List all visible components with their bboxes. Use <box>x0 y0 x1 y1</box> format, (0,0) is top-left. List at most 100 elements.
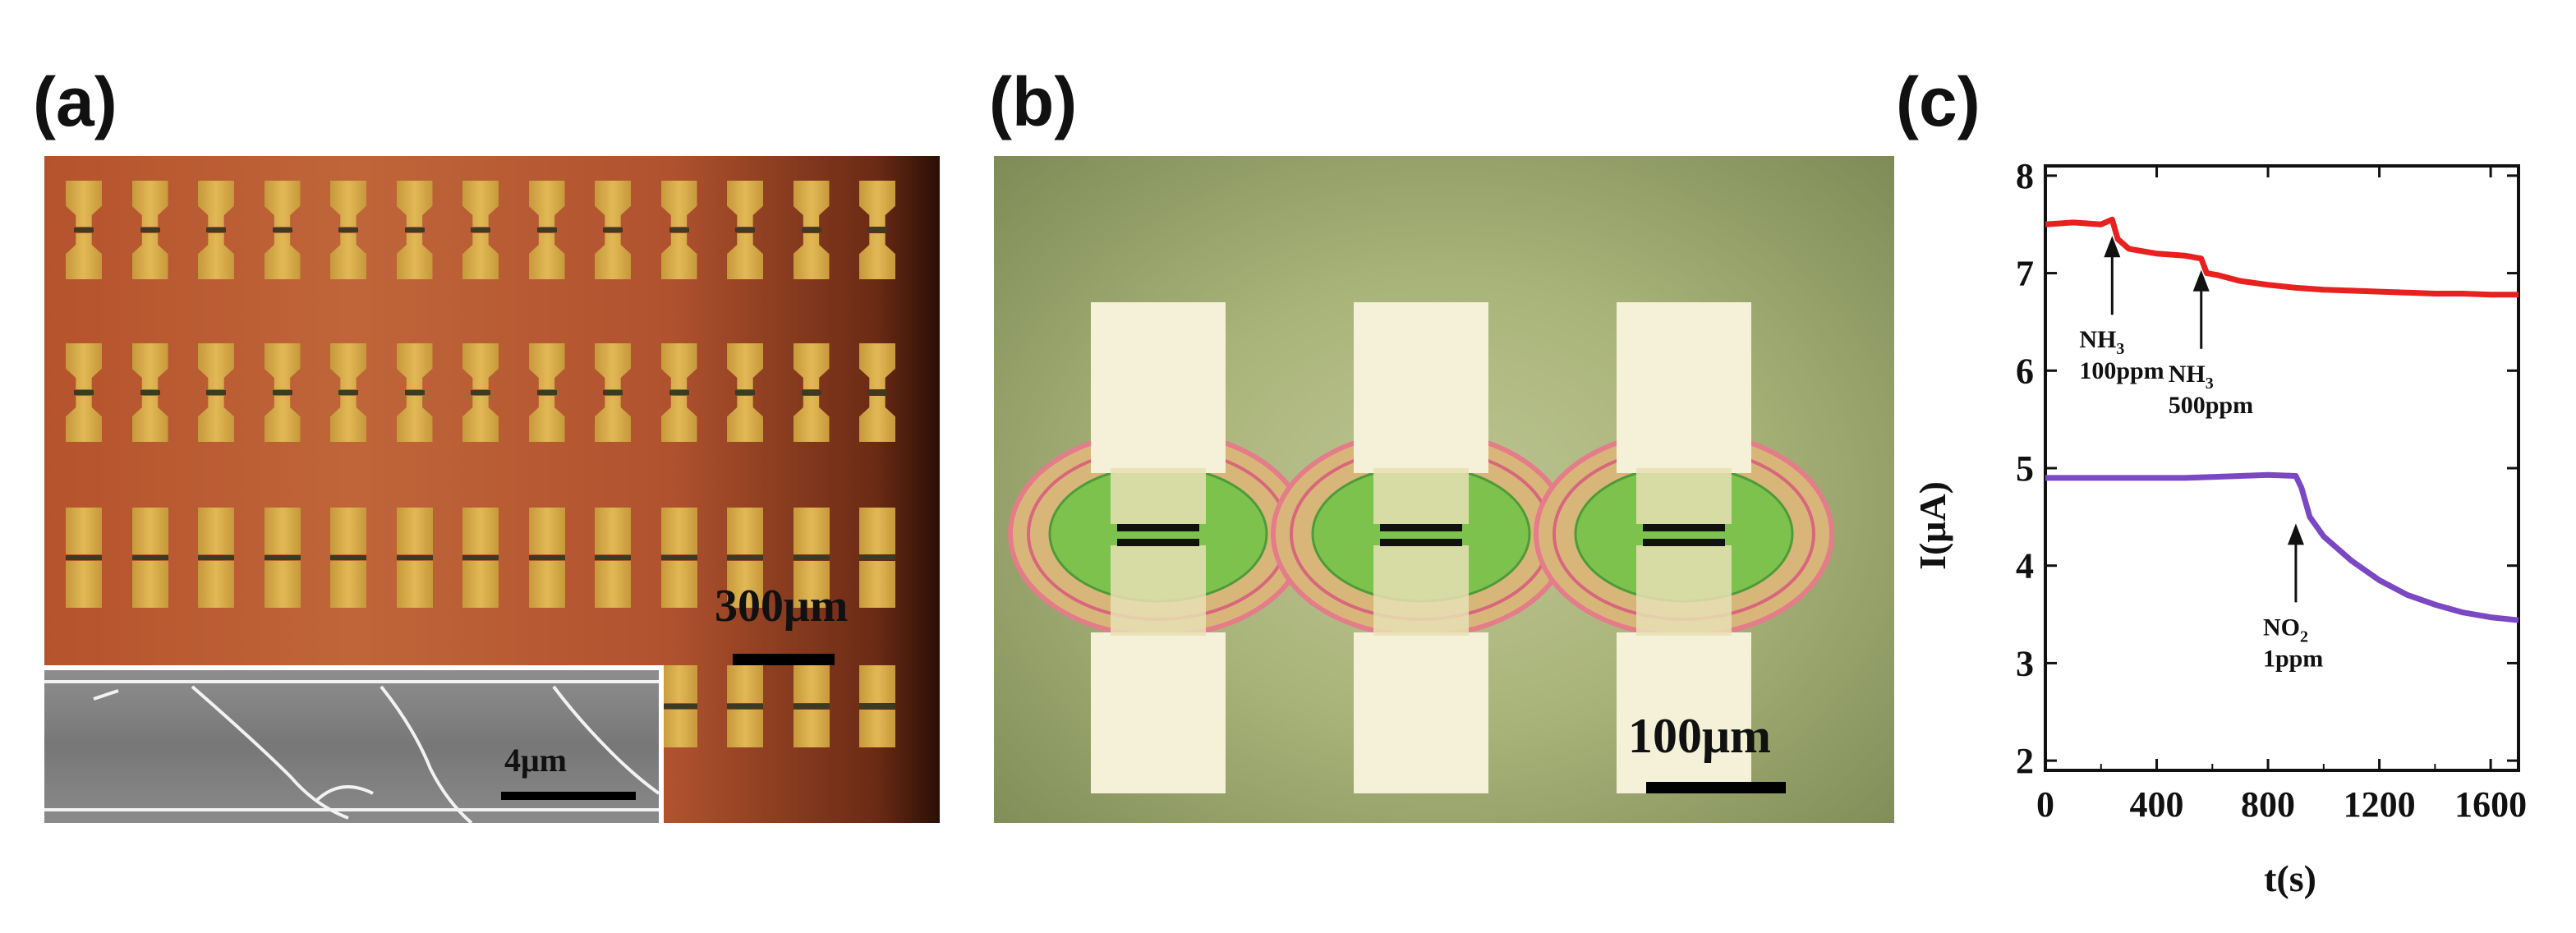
electrode-pad <box>66 181 102 227</box>
panel-a-label: (a) <box>33 63 117 140</box>
electrode-pad <box>264 181 301 227</box>
nanowire-gap <box>462 555 499 560</box>
annotation-arrow-head <box>2104 236 2121 258</box>
nanowire-line <box>1117 539 1199 546</box>
annotation-arrow-head <box>2192 269 2210 292</box>
electrode-pad <box>727 396 763 442</box>
nanowire-gap <box>528 555 565 560</box>
electrode-pad <box>660 561 697 608</box>
electrode-pad <box>66 508 102 554</box>
electrode-pad <box>330 508 366 554</box>
nanowire-gap <box>595 555 631 560</box>
electrode-pad <box>528 508 565 554</box>
electrode-pad <box>66 233 102 279</box>
electrode-pad <box>528 343 565 389</box>
electrode-pad <box>198 181 234 227</box>
nanowire-gap <box>140 390 160 395</box>
nanowire-gap <box>74 228 94 232</box>
scalebar-300um-label: 300μm <box>715 581 849 632</box>
electrode-pad <box>595 508 631 554</box>
electrode-pad <box>396 233 433 279</box>
electrode-pad <box>793 181 830 227</box>
no2-response-line <box>2045 471 2519 623</box>
nanowire-gap <box>404 390 425 395</box>
y-tick-label: 2 <box>2016 741 2034 781</box>
electrode-pad <box>131 233 168 279</box>
nanowire-gap <box>801 228 821 232</box>
nanowire-gap <box>471 228 490 232</box>
electrode-pad <box>330 396 366 442</box>
electrode-pad <box>859 710 895 747</box>
electrode-pad <box>727 665 763 703</box>
nanowire-gap <box>396 555 433 560</box>
electrode-pad <box>396 508 433 554</box>
nanowire-gap <box>735 228 755 232</box>
nanowire-gap <box>793 704 830 709</box>
nanowire-gap <box>801 390 821 395</box>
electrode-pad <box>396 343 433 389</box>
x-tick-label: 800 <box>2241 784 2295 825</box>
y-tick-label: 5 <box>2016 448 2034 489</box>
electrode-pad <box>330 181 366 227</box>
electrode-pad <box>396 396 433 442</box>
electrode-pad <box>859 665 895 703</box>
electrode-pad <box>264 396 301 442</box>
electrode-pad <box>264 233 301 279</box>
annotation-concentration-label: 100ppm <box>2079 357 2164 384</box>
top-electrode-pad <box>1617 302 1751 473</box>
electrode-pad <box>198 233 234 279</box>
electrode-pad <box>660 665 697 703</box>
bottom-electrode-pad <box>1617 632 1751 793</box>
nanowire-gap <box>140 228 160 232</box>
electrode-pad <box>198 508 234 554</box>
electrode-pad <box>727 233 763 279</box>
sem-inset: 4μm <box>44 665 664 823</box>
nanowire-gap <box>735 390 755 395</box>
nanowire-gap <box>206 390 226 395</box>
electrode-pad <box>660 396 697 442</box>
electrode-pad <box>660 181 697 227</box>
nanowire-gap <box>867 390 887 395</box>
bottom-electrode-pad <box>1354 632 1488 793</box>
nanowire-gap <box>272 390 292 395</box>
top-electrode-finger <box>1636 468 1732 524</box>
nanowire-gap <box>536 228 557 232</box>
nanowire-gap <box>603 228 623 232</box>
electrode-pad <box>793 396 830 442</box>
electrode-pad <box>396 181 433 227</box>
electrode-pad <box>595 181 631 227</box>
electrode-pad <box>131 561 168 608</box>
electrode-pad <box>396 561 433 608</box>
bottom-electrode-finger <box>1111 545 1206 636</box>
y-tick-label: 7 <box>2016 254 2034 294</box>
scalebar-100um-label: 100μm <box>1628 709 1771 763</box>
electrode-pad <box>462 561 499 608</box>
electrode-pad <box>793 233 830 279</box>
electrode-pad <box>727 561 763 608</box>
panel-c-label: (c) <box>1896 63 1980 140</box>
nh3-response-line <box>2045 216 2518 298</box>
nanowire-gap <box>264 555 301 560</box>
electrode-pad <box>330 233 366 279</box>
electrode-pad <box>462 396 499 442</box>
inset-scalebar-label: 4μm <box>504 742 567 779</box>
annotation-arrow-head <box>2287 523 2304 545</box>
bottom-electrode-finger <box>1373 545 1469 636</box>
electrode-pad <box>462 181 499 227</box>
scalebar-300um <box>733 654 835 665</box>
electrode-pad <box>66 561 102 608</box>
nanowire-gap <box>330 555 366 560</box>
y-tick-label: 3 <box>2016 643 2034 683</box>
top-electrode-finger <box>1373 468 1469 524</box>
x-tick-label: 1200 <box>2344 784 2416 825</box>
nanowire-gap <box>660 704 697 709</box>
nanowire-sem-image <box>44 680 660 823</box>
electrode-pad <box>66 396 102 442</box>
device-closeup-micrograph: 100μm <box>994 156 1894 823</box>
bottom-electrode-finger <box>1636 545 1732 636</box>
annotation-gas-label: NH3 <box>2169 361 2214 393</box>
electrode-pad <box>462 343 499 389</box>
electrode-pad <box>264 561 301 608</box>
electrode-pad <box>727 710 763 747</box>
